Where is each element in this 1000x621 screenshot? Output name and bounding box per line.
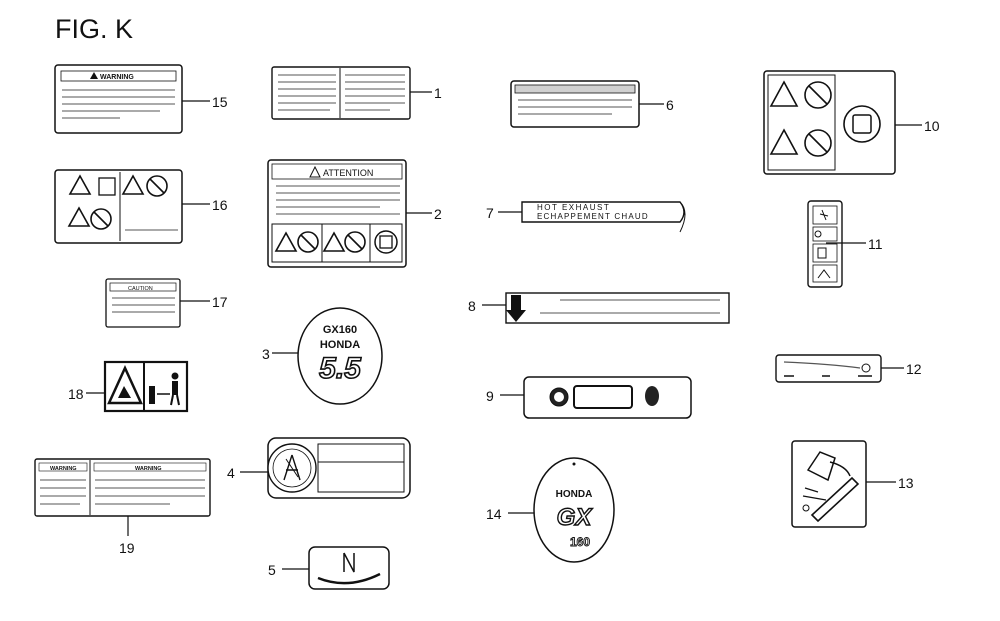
figure-title: FIG. K xyxy=(55,14,134,44)
part-19-warning-label: WARNING WARNING xyxy=(34,458,211,517)
part-4-emblem-label xyxy=(267,437,411,499)
badge3-brand: HONDA xyxy=(320,339,360,351)
part-3-gx160-badge: GX160 HONDA 5.5 xyxy=(297,307,383,405)
caution-heading: CAUTION xyxy=(128,286,153,292)
part-1-text-label xyxy=(271,66,411,120)
part-14-gx-badge: HONDA GX 160 xyxy=(533,457,615,563)
callout-5: 5 xyxy=(268,562,276,578)
callout-10: 10 xyxy=(924,118,940,134)
part-6-text-label xyxy=(510,80,640,128)
callout-7: 7 xyxy=(486,205,494,221)
callout-14: 14 xyxy=(486,506,502,522)
callout-12: 12 xyxy=(906,361,922,377)
callout-17: 17 xyxy=(212,294,228,310)
part-12-gauge-strip xyxy=(775,354,882,383)
part-18-safety-pictogram xyxy=(103,360,189,413)
part-16-pictogram-label xyxy=(54,169,183,244)
callout-8: 8 xyxy=(468,298,476,314)
warning-heading-left: WARNING xyxy=(50,466,77,472)
part-10-pictogram-label xyxy=(763,70,896,175)
part-5-logo-plate xyxy=(308,546,390,590)
badge14-brand: HONDA xyxy=(556,489,593,500)
callout-2: 2 xyxy=(434,206,442,222)
callout-1: 1 xyxy=(434,85,442,101)
exhaust-line-1: HOT EXHAUST xyxy=(537,203,610,212)
attention-heading: ATTENTION xyxy=(323,168,373,178)
callout-13: 13 xyxy=(898,475,914,491)
callout-15: 15 xyxy=(212,94,228,110)
warning-heading-right: WARNING xyxy=(135,466,162,472)
callout-6: 6 xyxy=(666,97,674,113)
callout-19: 19 xyxy=(119,540,135,556)
badge14-size: 160 xyxy=(570,535,590,549)
part-11-vertical-label xyxy=(807,200,843,288)
part-9-emblem-plate xyxy=(523,376,692,419)
badge14-series: GX xyxy=(557,504,594,531)
callout-4: 4 xyxy=(227,465,235,481)
badge3-power: 5.5 xyxy=(319,352,362,385)
callout-9: 9 xyxy=(486,388,494,404)
warning-heading: WARNING xyxy=(100,74,134,81)
part-2-attention-label: ATTENTION xyxy=(267,159,407,268)
part-13-fuel-pictogram xyxy=(791,440,867,528)
part-15-warning-label: WARNING xyxy=(54,64,183,134)
callout-18: 18 xyxy=(68,386,84,402)
callout-11: 11 xyxy=(868,236,883,252)
part-7-exhaust-strip: HOT EXHAUST ECHAPPEMENT CHAUD xyxy=(521,201,686,233)
badge3-model: GX160 xyxy=(323,324,357,336)
part-17-caution-label: CAUTION xyxy=(105,278,181,328)
part-8-arrow-strip xyxy=(505,292,730,324)
exhaust-line-2: ECHAPPEMENT CHAUD xyxy=(537,212,649,221)
callout-3: 3 xyxy=(262,346,270,362)
callout-16: 16 xyxy=(212,197,228,213)
